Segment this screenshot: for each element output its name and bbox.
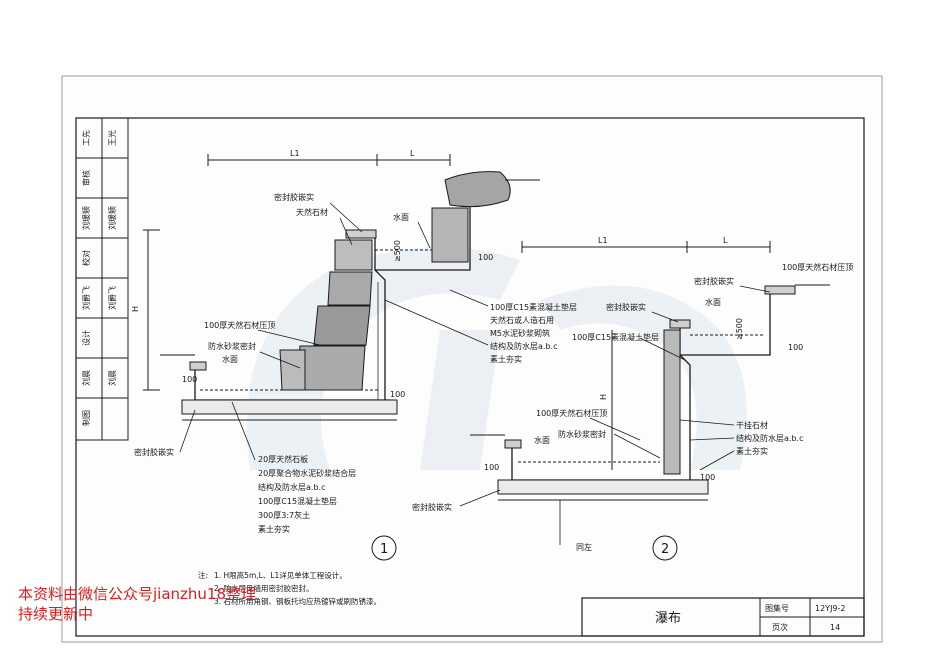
label-l3-d1: 水面	[222, 354, 238, 364]
label-seal-top-d2: 密封胶嵌实	[694, 276, 734, 286]
label-r2-d2: 结构及防水层a.b.c	[736, 433, 803, 443]
label-same-d2: 同左	[576, 542, 592, 552]
layer-2-d1: 20厚聚合物水泥砂浆结合层	[258, 468, 356, 478]
label-water-top-d1: 水面	[393, 212, 409, 222]
sidebar-role-7: 制图	[81, 410, 91, 426]
detail-1	[143, 154, 540, 421]
sidebar-role-4: 刘爵飞	[81, 286, 91, 310]
note-2: 2. 防水层见墙用密封胶密封。	[214, 583, 314, 593]
dim-100-d2c: 100	[700, 473, 715, 482]
note-1: 1. H限高5m,L、L1详见单体工程设计。	[214, 570, 347, 580]
label-l2-d1: 防水砂浆密封	[208, 341, 256, 351]
layer-3-d1: 结构及防水层a.b.c	[258, 482, 325, 492]
dim-L1-d1: L1	[290, 149, 300, 158]
label-seal-top-d1: 密封胶嵌实	[274, 192, 314, 202]
label-concrete-d2: 100厚C15素混凝土垫层	[572, 332, 659, 342]
page-label: 页次	[772, 622, 788, 632]
drawing-title: 瀑布	[655, 611, 681, 626]
sidebar-role-1: 审核	[81, 170, 91, 186]
dim-100-d2b: 100	[484, 463, 499, 472]
dim-100-d1c: 100	[390, 390, 405, 399]
detail-2-number: 2	[661, 542, 669, 557]
detail-2	[470, 241, 830, 501]
sidebar-role-2: 刘瑗颖	[81, 206, 91, 230]
label-r3-d1: M5水泥砂浆砌筑	[490, 328, 550, 338]
layer-6-d1: 素土夯实	[258, 524, 290, 534]
leaders-d1	[179, 202, 489, 461]
atlas-label: 图集号	[765, 603, 789, 613]
label-r1-d2: 干挂石材	[736, 420, 768, 430]
layer-1-d1: 20厚天然石板	[258, 454, 308, 464]
leaders-d2	[459, 285, 771, 545]
label-r3-d2: 素土夯实	[736, 446, 768, 456]
notes-heading: 注:	[198, 570, 208, 580]
detail-1-text: L1 L H ≥500 100 100 100 密封胶嵌实 天然石材 水面 10…	[131, 149, 577, 561]
detail-2-marker	[652, 535, 678, 561]
layer-4-d1: 100厚C15混凝土垫层	[258, 496, 337, 506]
dim-H-d2: H	[599, 394, 608, 400]
label-l1-d2: 100厚天然石材压顶	[536, 408, 607, 418]
page-value: 14	[830, 623, 840, 632]
dim-500-d2: ≥500	[735, 318, 744, 340]
label-seal-bottom-d1: 密封胶嵌实	[134, 447, 174, 457]
label-cap-top-d2: 100厚天然石材压顶	[782, 262, 853, 272]
label-l1-d1: 100厚天然石材压顶	[204, 320, 275, 330]
sidebar-signature-table	[75, 117, 129, 441]
dim-L-d2: L	[723, 236, 728, 245]
dim-H-d1: H	[131, 306, 140, 312]
sidebar-role-0: 工先	[81, 130, 91, 146]
atlas-value: 12YJ9-2	[815, 604, 846, 613]
title-block: 瀑布 图集号 12YJ9-2 页次 14	[581, 597, 865, 637]
label-water-top-d2: 水面	[705, 297, 721, 307]
label-l3-d2: 水面	[534, 435, 550, 445]
detail-2-text: L1 L H ≥500 100 100 100 密封胶嵌实 100厚天然石材压顶…	[412, 236, 853, 561]
watermark-line-1: 本资料由微信公众号jianzhu18整理	[18, 585, 257, 603]
sidebar-role-3: 校对	[81, 250, 91, 266]
layer-5-d1: 300厚3:7灰土	[258, 510, 310, 520]
label-r4-d1: 结构及防水层a.b.c	[490, 341, 557, 351]
dim-L-d1: L	[410, 149, 415, 158]
sidebar-name-0: 王光	[107, 130, 117, 146]
label-l2-d2: 防水砂浆密封	[558, 429, 606, 439]
label-r2-d1: 天然石或人造石用	[490, 315, 554, 325]
dim-100-d1a: 100	[478, 253, 493, 262]
dim-100-d2a: 100	[788, 343, 803, 352]
sidebar-role-5: 设计	[81, 330, 91, 346]
dim-L1-d2: L1	[598, 236, 608, 245]
label-stone-d1: 天然石材	[296, 207, 328, 217]
label-r5-d1: 素土夯实	[490, 354, 522, 364]
sidebar-role-6: 刘晨	[81, 370, 91, 386]
sidebar-name-6: 刘晨	[107, 370, 117, 386]
detail-1-marker	[371, 535, 397, 561]
sidebar-name-2: 刘瑗颖	[107, 206, 117, 230]
detail-1-number: 1	[380, 542, 388, 557]
label-r1-d1: 100厚C15素混凝土垫层	[490, 302, 577, 312]
dim-100-d1b: 100	[182, 375, 197, 384]
dim-500-d1: ≥500	[393, 240, 402, 262]
note-3: 3. 石材所用角钢、钢板托均应热镀锌或刷防锈漆。	[214, 596, 381, 606]
watermark-line-2: 持续更新中	[18, 605, 94, 623]
label-seal-mid-d2: 密封胶嵌实	[606, 302, 646, 312]
sidebar-name-4: 刘爵飞	[107, 286, 117, 310]
label-seal-bottom-d2: 密封胶嵌实	[412, 502, 452, 512]
notes: 注: 1. H限高5m,L、L1详见单体工程设计。 2. 防水层见墙用密封胶密封…	[198, 570, 381, 606]
